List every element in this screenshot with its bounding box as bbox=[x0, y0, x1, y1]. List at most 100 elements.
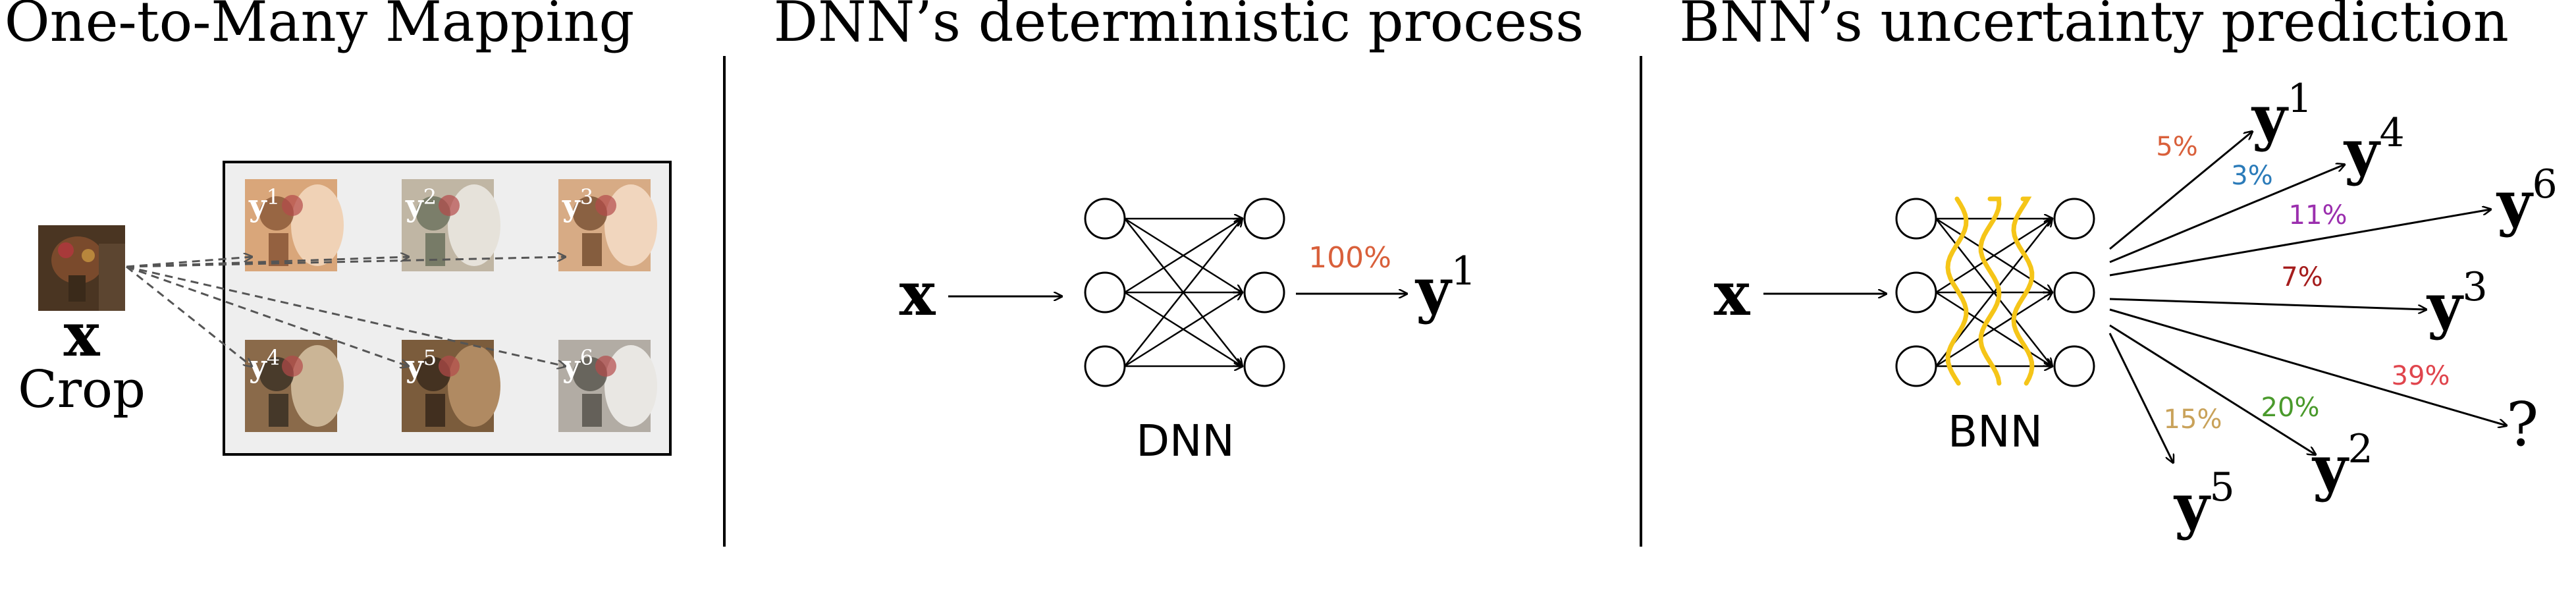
thumbnail-label-sup: 5 bbox=[423, 345, 437, 370]
thumbnail-label: y4 bbox=[248, 345, 280, 384]
network-output-node bbox=[1243, 345, 1285, 387]
bnn-output-percent: 5% bbox=[2156, 132, 2197, 162]
dnn-network bbox=[1084, 198, 1285, 387]
panel-title-dnn: DNN’s deterministic process bbox=[774, 0, 1584, 54]
thumbnail-label-sup: 1 bbox=[267, 184, 280, 209]
bnn-output-y2: 20%y2 bbox=[2109, 324, 2373, 503]
panel-dnn: DNN’s deterministic process x DNN 100% y… bbox=[774, 0, 1584, 466]
dnn-output-percent: 100% bbox=[1308, 241, 1391, 275]
bnn-output-sup: 1 bbox=[2287, 76, 2312, 122]
network-output-node bbox=[2053, 198, 2095, 240]
bnn-output-arrow bbox=[2109, 132, 2252, 250]
network-edge bbox=[1124, 292, 1242, 367]
thumbnail-y5: y5 bbox=[402, 340, 500, 432]
dnn-network-label: DNN bbox=[1136, 416, 1235, 466]
bnn-output-arrow bbox=[2109, 209, 2490, 277]
network-input-node bbox=[1895, 345, 1937, 387]
thumbnail-y4: y4 bbox=[245, 340, 344, 432]
thumbnail-label-sup: 3 bbox=[580, 184, 593, 209]
thumbnail-y6: y6 bbox=[558, 340, 657, 432]
bnn-output-unknown: 39%? bbox=[2109, 308, 2538, 460]
bnn-output-y1: 5% y1 bbox=[2109, 76, 2313, 250]
network-output-node bbox=[1243, 271, 1285, 313]
network-output-node bbox=[2053, 345, 2095, 387]
thumbnail-label: y6 bbox=[562, 345, 593, 384]
bnn-output-arrow bbox=[2109, 298, 2426, 310]
network-edge bbox=[1124, 219, 1242, 367]
thumbnail-label-sup: 2 bbox=[423, 184, 437, 209]
bnn-output-label: y1 bbox=[2251, 76, 2313, 153]
bnn-output-label: ? bbox=[2506, 389, 2538, 460]
network-output-node bbox=[2053, 271, 2095, 313]
thumbnail-label-base: y bbox=[405, 188, 424, 223]
dnn-input-x-label: x bbox=[899, 258, 936, 329]
thumbnail-label: y3 bbox=[562, 184, 593, 223]
network-edge bbox=[1935, 292, 2052, 367]
dashed-arrow-to-y5 bbox=[126, 265, 408, 366]
bnn-output-sup: 2 bbox=[2348, 426, 2373, 472]
thumbnail-y2: y2 bbox=[402, 179, 500, 271]
bnn-output-percent: 11% bbox=[2289, 200, 2348, 231]
bnn-output-base: y bbox=[2311, 432, 2349, 503]
bnn-output-arrow bbox=[2108, 333, 2173, 462]
bnn-output-percent: 20% bbox=[2261, 393, 2320, 423]
bnn-uncertainty-waves bbox=[1945, 196, 2035, 386]
bnn-output-base: y bbox=[2251, 82, 2289, 153]
bnn-output-sup: 3 bbox=[2462, 264, 2487, 310]
bnn-output-y6: 11% y6 bbox=[2109, 161, 2558, 277]
bnn-output-label: y5 bbox=[2173, 464, 2235, 541]
bnn-output-label: y2 bbox=[2311, 426, 2373, 503]
thumbnail-label: y2 bbox=[405, 184, 437, 223]
bnn-output-label: y4 bbox=[2343, 110, 2405, 187]
panel-bnn: BNN’s uncertainty prediction x BNN 5%y13… bbox=[1679, 0, 2557, 541]
network-input-node bbox=[1084, 198, 1126, 240]
bnn-output-arrow bbox=[2109, 165, 2344, 263]
uncertainty-wave bbox=[1978, 196, 2002, 386]
dashed-arrow-to-y6 bbox=[126, 265, 565, 366]
bnn-output-base: y bbox=[2426, 270, 2464, 341]
uncertainty-wave bbox=[1945, 196, 1969, 386]
uncertainty-wave bbox=[2011, 196, 2035, 386]
bnn-network bbox=[1895, 198, 2095, 387]
network-input-node bbox=[1084, 271, 1126, 313]
panel-title-one-to-many: One-to-Many Mapping bbox=[5, 0, 634, 54]
dashed-mapping-arrows bbox=[126, 257, 565, 366]
bnn-output-base: ? bbox=[2506, 389, 2538, 460]
thumbnail-label-sup: 4 bbox=[267, 345, 280, 370]
network-edge bbox=[1935, 219, 2052, 294]
bnn-output-label: y6 bbox=[2496, 161, 2558, 238]
thumbnail-label-sup: 6 bbox=[580, 345, 593, 370]
thumbnail-label: y5 bbox=[405, 345, 437, 384]
network-output-node bbox=[1243, 198, 1285, 240]
bnn-output-sup: 5 bbox=[2209, 464, 2234, 510]
input-crop-image bbox=[38, 225, 125, 311]
bnn-network-label: BNN bbox=[1948, 406, 2043, 457]
dnn-output-base: y bbox=[1414, 254, 1453, 325]
crop-label: Crop bbox=[18, 360, 146, 420]
network-input-node bbox=[1895, 198, 1937, 240]
thumbnail-label-base: y bbox=[562, 188, 581, 223]
bnn-output-arrow bbox=[2109, 308, 2506, 425]
bnn-output-arrow bbox=[2109, 324, 2315, 454]
bnn-output-base: y bbox=[2496, 167, 2534, 238]
network-input-node bbox=[1895, 271, 1937, 313]
bnn-output-percent: 39% bbox=[2392, 361, 2450, 391]
network-edge bbox=[1124, 219, 1242, 294]
bnn-output-percent: 3% bbox=[2231, 161, 2272, 191]
dnn-output-label: y1 bbox=[1414, 248, 1476, 325]
panel-title-bnn: BNN’s uncertainty prediction bbox=[1679, 0, 2509, 54]
bnn-output-y5: 15%y5 bbox=[2108, 333, 2235, 541]
bnn-output-base: y bbox=[2343, 116, 2381, 187]
thumbnail-label: y1 bbox=[248, 184, 280, 223]
thumbnail-label-base: y bbox=[405, 348, 424, 384]
bnn-output-sup: 6 bbox=[2532, 161, 2557, 207]
thumbnail-label-base: y bbox=[248, 188, 267, 223]
bnn-output-base: y bbox=[2173, 470, 2211, 541]
dnn-output-sup: 1 bbox=[1451, 248, 1476, 294]
dashed-arrow-to-y3 bbox=[126, 257, 565, 268]
bnn-input-x-label: x bbox=[1714, 258, 1751, 329]
